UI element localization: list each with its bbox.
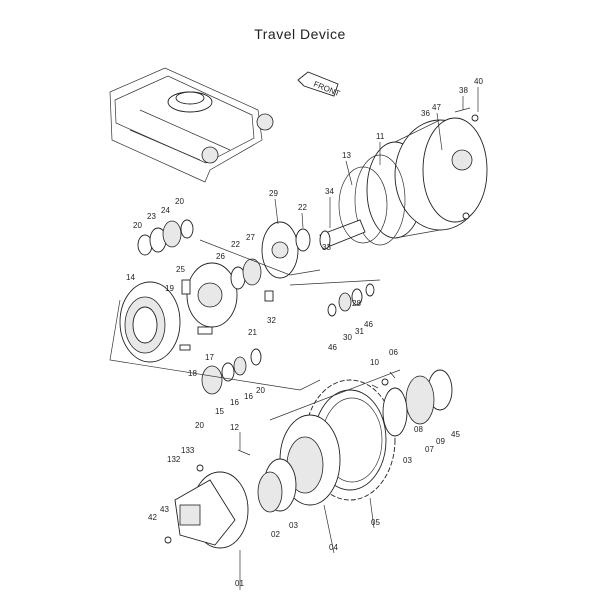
callout: 17 bbox=[205, 353, 214, 362]
callout: 03 bbox=[403, 456, 412, 465]
callout: 20 bbox=[175, 197, 184, 206]
callout: 132 bbox=[167, 455, 181, 464]
callout: 34 bbox=[325, 187, 334, 196]
callout: 13 bbox=[342, 151, 351, 160]
callout: 27 bbox=[246, 233, 255, 242]
callout: 22 bbox=[231, 240, 240, 249]
shaft-drawing bbox=[319, 219, 366, 250]
callout: 40 bbox=[474, 77, 483, 86]
callout: 08 bbox=[414, 425, 423, 434]
callout: 16 bbox=[230, 398, 239, 407]
callout: 42 bbox=[148, 513, 157, 522]
callout: 10 bbox=[370, 358, 379, 367]
gear-set-lower bbox=[179, 326, 262, 395]
callout: 06 bbox=[389, 348, 398, 357]
bearing-drawing bbox=[257, 458, 297, 513]
callout: 05 bbox=[371, 518, 380, 527]
callout: 22 bbox=[298, 203, 307, 212]
callout: 09 bbox=[436, 437, 445, 446]
callout: 29 bbox=[269, 189, 278, 198]
callout: 28 bbox=[352, 299, 361, 308]
callout: 04 bbox=[329, 543, 338, 552]
callout: 133 bbox=[181, 446, 195, 455]
leader-lines bbox=[109, 87, 479, 590]
front-arrow: FRONT bbox=[297, 71, 341, 98]
callout: 45 bbox=[451, 430, 460, 439]
callout: 36 bbox=[421, 109, 430, 118]
callout: 15 bbox=[215, 407, 224, 416]
callout: 20 bbox=[195, 421, 204, 430]
callout: 26 bbox=[216, 252, 225, 261]
callout: 12 bbox=[230, 423, 239, 432]
callout: 20 bbox=[133, 221, 142, 230]
gear-set-upper bbox=[137, 219, 194, 256]
callout: 38 bbox=[459, 86, 468, 95]
carrier-lower-drawing bbox=[181, 258, 274, 328]
carrier-drawing bbox=[261, 221, 311, 279]
callout: 30 bbox=[343, 333, 352, 342]
housing-drawing bbox=[354, 117, 488, 246]
page-title: Travel Device bbox=[254, 26, 346, 42]
callout: 21 bbox=[248, 328, 257, 337]
callout: 23 bbox=[147, 212, 156, 221]
callout: 32 bbox=[267, 316, 276, 325]
callout: 47 bbox=[432, 103, 441, 112]
travel-motor-drawing bbox=[164, 464, 249, 549]
bolts bbox=[237, 107, 479, 456]
callout: 18 bbox=[188, 369, 197, 378]
callout: 20 bbox=[256, 386, 265, 395]
ring-gear-drawing bbox=[119, 281, 181, 363]
small-parts-right bbox=[327, 283, 375, 317]
track-frame-drawing bbox=[109, 67, 274, 183]
callout: 19 bbox=[165, 284, 174, 293]
callout: 31 bbox=[355, 327, 364, 336]
callout: 07 bbox=[425, 445, 434, 454]
callout: 46 bbox=[364, 320, 373, 329]
callout: 16 bbox=[244, 392, 253, 401]
callout: 24 bbox=[161, 206, 170, 215]
callout: 14 bbox=[126, 273, 135, 282]
callout: 02 bbox=[271, 530, 280, 539]
callout: 46 bbox=[328, 343, 337, 352]
callout: 43 bbox=[160, 505, 169, 514]
callout-labels: 40 38 47 36 11 13 34 29 22 33 20 24 23 2… bbox=[126, 77, 483, 588]
right-rings bbox=[381, 369, 453, 437]
callout: 33 bbox=[322, 243, 331, 252]
callout: 25 bbox=[176, 265, 185, 274]
callout: 03 bbox=[289, 521, 298, 530]
callout: 11 bbox=[376, 132, 385, 141]
